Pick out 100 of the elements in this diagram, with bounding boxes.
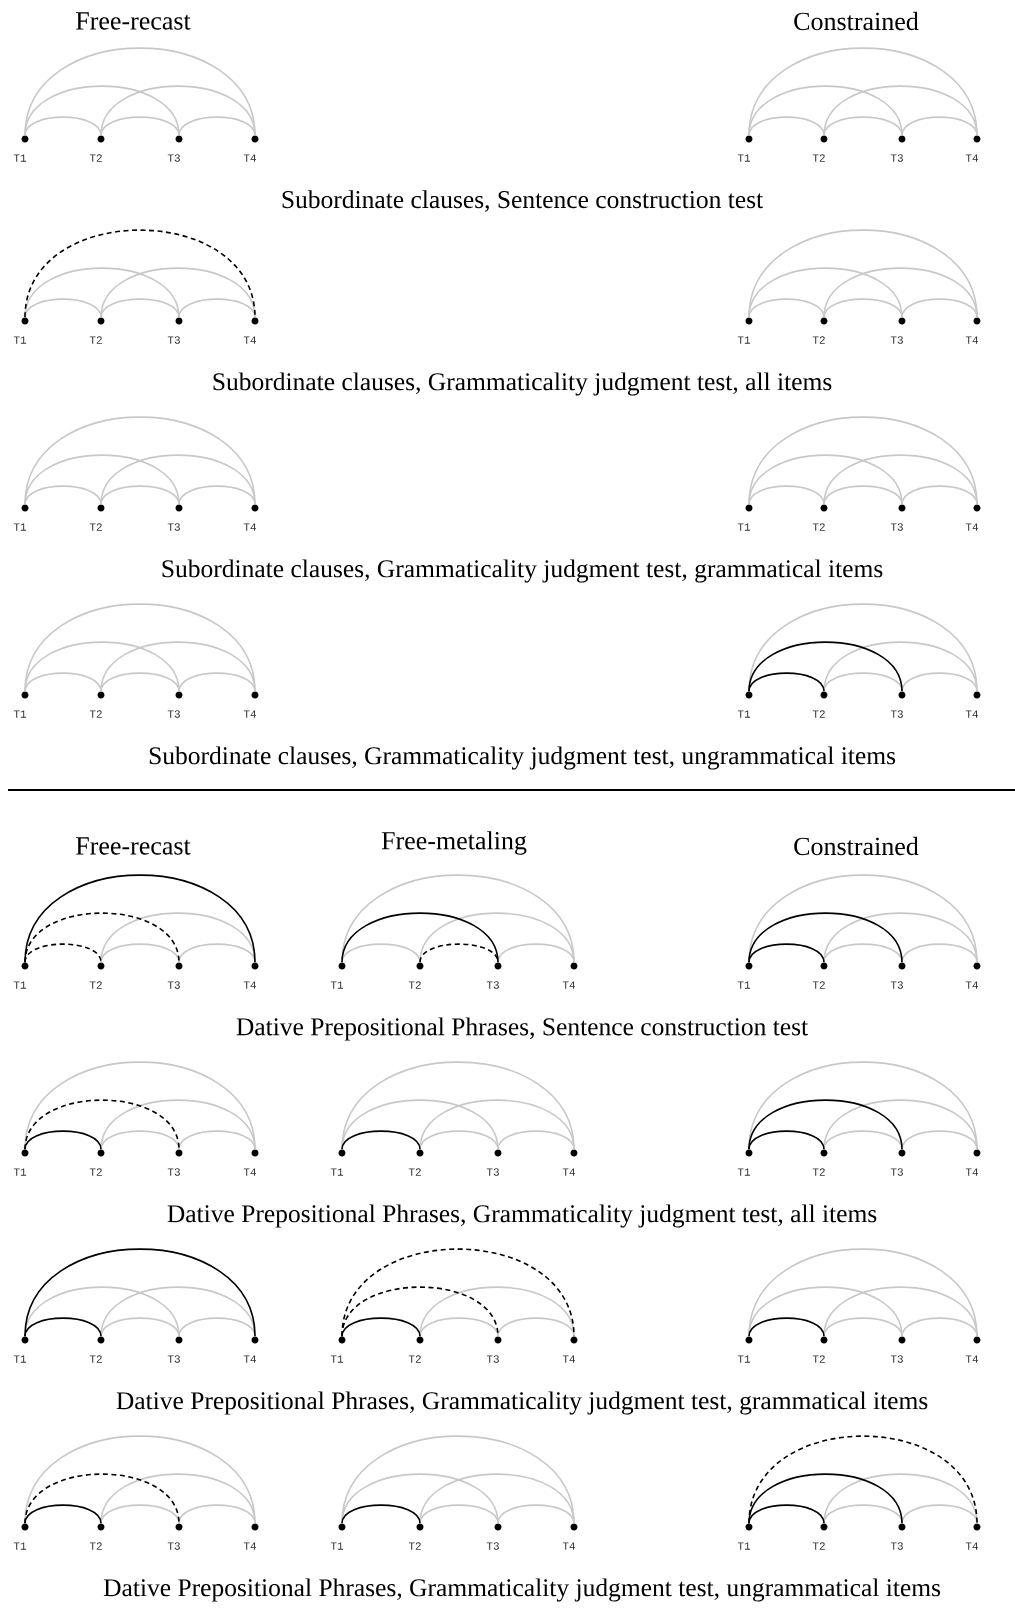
point-label: T2 [812,981,825,989]
arc [419,1099,575,1151]
point-label: T3 [890,1355,903,1363]
point-label: T2 [89,154,102,162]
arc [341,1061,575,1151]
point-label: T1 [330,1168,344,1176]
arc [748,47,978,137]
column-heading: Free-recast [76,12,191,30]
column-heading: Constrained [794,11,919,31]
point-label: T2 [89,981,102,989]
row-caption: Dative Prepositional Phrases, Grammaticality judgment test, grammatical items [116,1391,928,1415]
arc [823,85,978,137]
point-label: T2 [89,1168,102,1176]
row-caption: Dative Prepositional Phrases, Grammaticality judgment test, ungrammatical items [103,1578,941,1602]
point-label: T2 [812,336,825,344]
point-label: T1 [737,336,751,344]
point-label: T4 [562,1168,576,1176]
arc [24,229,256,319]
arc [748,229,978,319]
point-label: T1 [737,1168,751,1176]
arc [24,1435,256,1525]
arc [497,1317,575,1338]
arc [341,1099,499,1151]
arc [748,267,903,319]
arc [748,1473,903,1525]
point-label: T3 [167,710,180,718]
arc [748,603,978,693]
arc [341,1504,421,1525]
point-label: T3 [167,336,180,344]
arc [823,1473,978,1525]
point-label: T2 [89,1355,102,1363]
arc [823,454,978,506]
arc [100,641,256,693]
arc [341,874,575,964]
point-label: T3 [167,981,180,989]
arc [24,603,256,693]
arc [748,1248,978,1338]
point-label: T1 [13,981,27,989]
arc [24,416,256,506]
point-label: T1 [737,1355,751,1363]
arc [748,85,903,137]
point-label: T1 [737,1542,751,1550]
point-label: T4 [243,710,257,718]
point-label: T1 [13,523,27,531]
point-label: T4 [243,336,257,344]
point-label: T3 [890,981,903,989]
arc [24,85,180,137]
row-caption: Dative Prepositional Phrases, Sentence construction test [236,1017,808,1041]
point-label: T1 [737,523,751,531]
arc [419,1473,575,1525]
row-caption: Subordinate clauses, Grammaticality judgment test, ungrammatical items [149,746,896,770]
row-caption: Subordinate clauses, Grammaticality judgment test, grammatical items [162,559,883,583]
point-label: T2 [89,336,102,344]
arc [24,47,256,137]
point-label: T3 [890,1168,903,1176]
arc [341,912,499,964]
point-label: T4 [243,1542,257,1550]
arc [178,1504,256,1525]
point-label: T4 [965,1542,979,1550]
arc [748,1061,978,1151]
arc [748,912,903,964]
arc [24,1317,102,1338]
point-label: T3 [486,1542,499,1550]
point-label: T2 [408,981,421,989]
point-label: T2 [408,1355,421,1363]
point-label: T3 [167,1168,180,1176]
point-label: T4 [965,336,979,344]
arc [24,267,180,319]
point-label: T1 [13,710,27,718]
arc [748,1286,903,1338]
arc [100,1473,256,1525]
point-label: T4 [965,1355,979,1363]
point-label: T1 [13,1542,27,1550]
arc [341,1130,421,1151]
arc [100,454,256,506]
point-label: T1 [13,154,27,162]
arc [24,1130,102,1151]
arc [419,943,499,964]
arc [24,943,102,964]
arc [748,1130,825,1151]
point-label: T4 [965,1168,979,1176]
row-caption: Subordinate clauses, Grammaticality judgment test, all items [213,372,832,396]
arc [24,1473,180,1525]
arc [823,1286,978,1338]
arc [24,1504,102,1525]
point-label: T4 [243,154,257,162]
point-label: T1 [737,710,751,718]
arc [100,912,256,964]
column-heading: Free-recast [76,837,191,855]
point-label: T4 [965,154,979,162]
point-label: T1 [13,1168,27,1176]
point-label: T2 [812,710,825,718]
arc [823,912,978,964]
point-label: T3 [890,523,903,531]
arc [24,641,180,693]
point-label: T4 [243,1168,257,1176]
arc [341,1435,575,1525]
arc [100,267,256,319]
point-label: T4 [243,1355,257,1363]
point-label: T2 [408,1542,421,1550]
